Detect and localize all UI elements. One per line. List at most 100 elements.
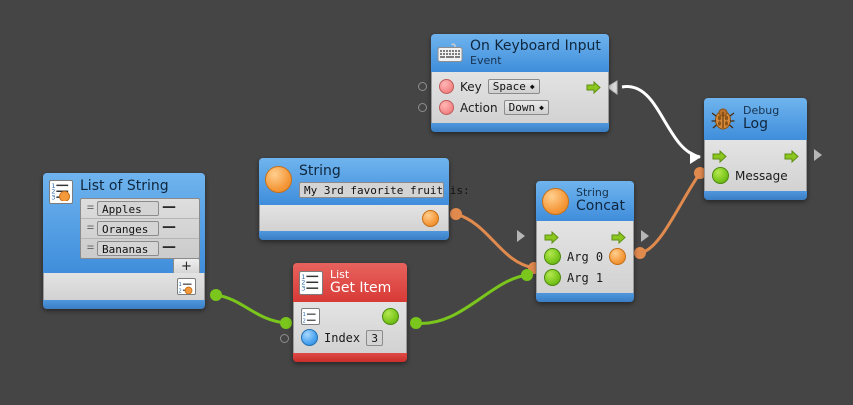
input-row-action[interactable]: Action Down ◆ [418,97,608,118]
node-title: Concat [576,198,625,215]
remove-item-button[interactable]: — [162,239,176,256]
node-title: Log [743,116,769,133]
drag-handle-icon[interactable]: = [86,200,95,215]
svg-text:1: 1 [303,312,306,318]
node-title: String [299,163,341,179]
input-row-message[interactable]: Message [705,165,806,186]
input-row-index[interactable]: Index 3 [280,327,406,348]
list-output-icon: 1 2 [177,278,196,295]
list-item[interactable]: = Oranges — [81,219,199,239]
port-action[interactable] [439,100,454,115]
node-footer [259,231,449,240]
svg-text:1: 1 [51,183,55,190]
node-title: On Keyboard Input [470,38,601,54]
output-port-item[interactable] [382,308,399,325]
exec-input-port[interactable] [544,229,559,245]
node-list-of-string[interactable]: 1 2 3 List of String = Apples — [43,173,205,309]
chevron-updown-icon: ◆ [539,102,544,112]
list-item-input[interactable]: Apples [97,200,159,216]
remove-item-button[interactable]: — [162,219,176,236]
input-row-arg0[interactable]: Arg 0 [537,246,633,267]
node-string-literal[interactable]: String My 3rd favorite fruit is: [259,158,470,240]
drag-handle-icon[interactable]: = [86,240,95,255]
svg-text:3: 3 [51,195,55,201]
node-footer [293,353,407,362]
exec-collapse-indicator[interactable] [641,230,649,242]
node-header[interactable]: String My 3rd favorite fruit is: [259,158,470,205]
exec-row[interactable] [705,144,806,165]
dropdown-key[interactable]: Space ◆ [487,79,540,94]
svg-text:2: 2 [51,189,55,196]
node-footer [43,300,205,309]
reroute-dot-action[interactable] [418,103,427,112]
reroute-dot-index[interactable] [280,334,289,343]
node-on-keyboard-input[interactable]: On Keyboard Input Event Key Space ◆ [418,34,609,132]
node-list-get-item[interactable]: 1 2 3 List Get Item 1 2 [280,263,407,362]
port-index[interactable] [301,329,318,346]
node-subtitle: String [576,186,609,199]
port-message[interactable] [712,167,729,184]
input-row-list[interactable]: 1 2 [294,306,406,327]
drag-handle-icon[interactable]: = [86,220,95,235]
list-item[interactable]: = Apples — [81,199,199,219]
node-subtitle: Debug [743,104,780,117]
input-label-arg1: Arg 1 [567,270,604,285]
node-title: List of String [80,178,169,194]
list-icon: 1 2 3 [49,180,73,204]
node-footer [536,293,634,302]
list-item-input[interactable]: Oranges [97,220,159,236]
dropdown-action[interactable]: Down ◆ [503,100,549,115]
svg-text:3: 3 [301,285,305,291]
input-label-message: Message [735,168,788,183]
svg-text:2: 2 [303,318,306,324]
exec-input-port[interactable] [712,148,727,164]
input-label-arg0: Arg 0 [567,249,604,264]
node-header[interactable]: 1 2 3 List Get Item [293,263,407,302]
node-header[interactable]: On Keyboard Input Event [431,34,609,72]
node-header[interactable]: Debug Log [704,98,807,140]
node-subtitle: List [330,267,350,281]
list-item[interactable]: = Bananas — [81,239,199,258]
svg-text:1: 1 [179,282,182,288]
list-editor[interactable]: = Apples — = Oranges — = Bananas — [80,197,200,259]
svg-text:2: 2 [179,288,182,294]
exec-collapse-indicator[interactable] [814,149,822,161]
input-label-index: Index [324,330,361,345]
input-label-action: Action [460,100,498,115]
list-input-icon[interactable]: 1 2 [301,308,320,325]
port-arg1[interactable] [544,269,561,286]
exec-output-port[interactable] [611,229,626,245]
input-label-key: Key [460,79,482,94]
exec-collapse-indicator[interactable] [517,230,525,242]
bug-icon [710,107,736,131]
port-key[interactable] [439,79,454,94]
node-subtitle: Event [470,53,502,67]
node-header[interactable]: String Concat [536,181,634,221]
string-orange-icon [265,166,292,193]
chevron-updown-icon: ◆ [529,81,535,91]
dropdown-key-value: Space [492,80,526,93]
index-input[interactable]: 3 [366,329,384,346]
node-string-concat[interactable]: String Concat Arg 0 [536,181,634,302]
node-footer [704,191,807,200]
input-row-key[interactable]: Key Space ◆ [418,76,608,97]
string-value-input[interactable]: My 3rd favorite fruit is: [299,181,470,198]
output-port-string[interactable] [422,210,439,227]
output-port-result[interactable] [609,248,626,265]
svg-text:2: 2 [301,279,305,286]
svg-text:1: 1 [301,273,305,280]
node-footer [431,123,609,132]
node-title: Get Item [330,279,392,296]
exec-output-port[interactable] [586,79,601,95]
node-debug-log[interactable]: Debug Log Message [704,98,807,200]
node-header[interactable]: 1 2 3 List of String = Apples — [43,173,205,277]
port-arg0[interactable] [544,248,561,265]
input-row-arg1[interactable]: Arg 1 [537,267,633,288]
reroute-dot-key[interactable] [418,82,427,91]
exec-output-port[interactable] [784,148,799,164]
remove-item-button[interactable]: — [162,199,176,216]
string-orange-icon [542,187,569,215]
exec-row[interactable] [537,225,633,246]
list-item-input[interactable]: Bananas [97,240,159,256]
